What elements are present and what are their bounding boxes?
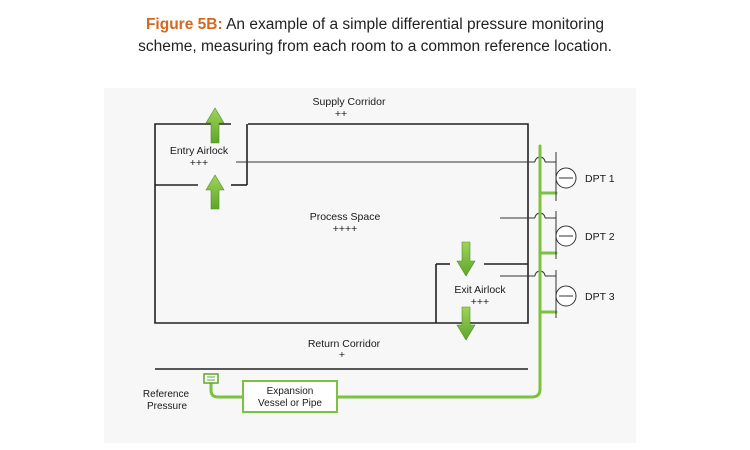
- arrow-up-icon: [205, 174, 225, 210]
- dpt-1-label: DPT 1: [585, 173, 615, 185]
- process-space-label: Process Space: [310, 211, 381, 223]
- dpt-2-label: DPT 2: [585, 231, 615, 243]
- return-corridor-pressure: +: [339, 349, 345, 361]
- caption-line-2: scheme, measuring from each room to a co…: [138, 38, 612, 55]
- entry-airlock-pressure: +++: [190, 157, 208, 169]
- exit-airlock-label: Exit Airlock: [454, 284, 506, 296]
- dpt-1: [555, 152, 577, 201]
- figure-caption: Figure 5B: An example of a simple differ…: [0, 14, 750, 58]
- reference-piping: [209, 144, 558, 399]
- outer-wall: [248, 123, 529, 324]
- sensing-lines: [236, 156, 556, 277]
- vessel-label-line-1: Expansion: [267, 386, 314, 397]
- airflow-arrows: [205, 107, 476, 341]
- building-walls: [154, 123, 529, 370]
- exit-airlock-pressure: +++: [471, 296, 489, 308]
- process-space-pressure: ++++: [333, 223, 358, 235]
- arrow-down-icon: [456, 306, 476, 341]
- reference-label-line-1: Reference: [143, 389, 190, 400]
- vessel-label-line-2: Vessel or Pipe: [258, 398, 322, 409]
- caption-line-1: An example of a simple differential pres…: [222, 16, 605, 33]
- dpt-3: [555, 270, 577, 318]
- dpt-3-label: DPT 3: [585, 291, 615, 303]
- expansion-vessel-box: [242, 380, 338, 413]
- diagram-background: [104, 88, 636, 443]
- dpt-2: [555, 211, 577, 259]
- transmitters: [555, 152, 577, 318]
- entry-airlock-label: Entry Airlock: [170, 145, 229, 157]
- room-labels: Supply Corridor ++ Entry Airlock +++ Pro…: [170, 96, 507, 361]
- supply-corridor-label: Supply Corridor: [313, 96, 386, 108]
- figure-label: Figure 5B:: [145, 16, 223, 33]
- transmitter-labels: DPT 1 DPT 2 DPT 3: [585, 173, 615, 303]
- reference-port-icon: [203, 373, 219, 384]
- arrow-down-icon: [456, 241, 476, 277]
- supply-corridor-pressure: ++: [335, 108, 347, 120]
- return-corridor-label: Return Corridor: [308, 338, 381, 350]
- reference-labels: Reference Pressure Expansion Vessel or P…: [143, 386, 322, 412]
- arrow-up-icon: [205, 107, 225, 144]
- reference-label-line-2: Pressure: [147, 401, 187, 412]
- entry-airlock-wall: [154, 123, 436, 324]
